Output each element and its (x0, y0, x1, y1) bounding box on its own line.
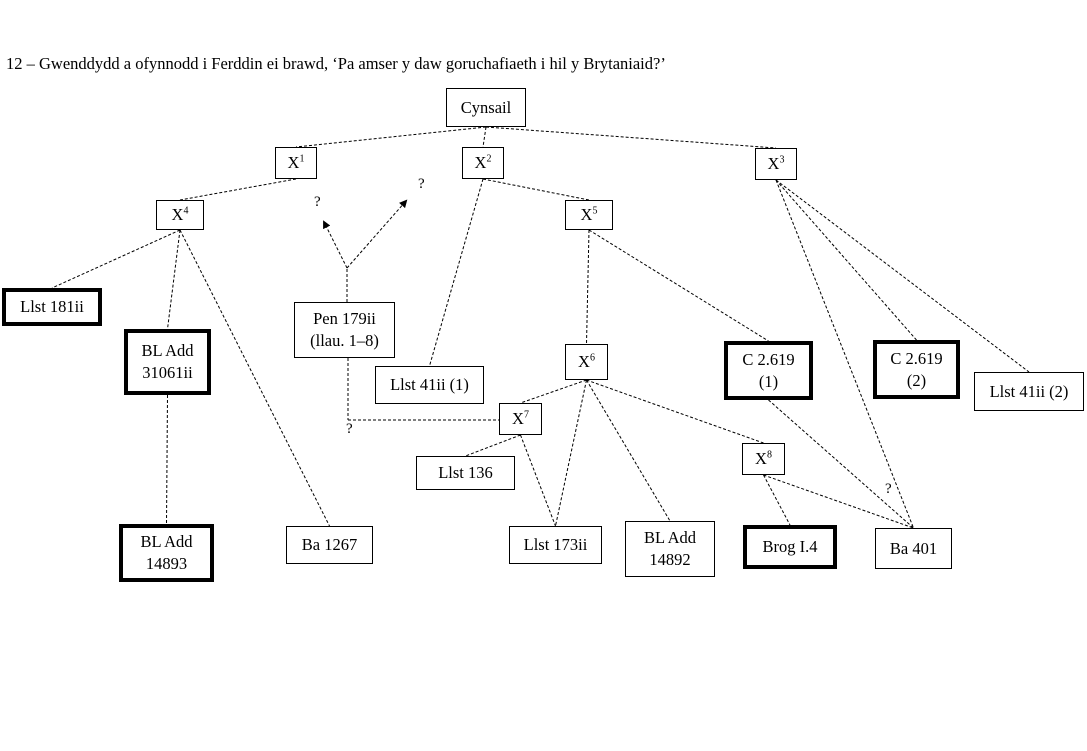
node-label-superscript: 1 (299, 153, 305, 165)
node-label-line: BL Add (141, 341, 194, 360)
node-label: X1 (288, 152, 305, 174)
node-label-superscript: 4 (183, 205, 189, 217)
node-x8: X8 (742, 443, 785, 475)
node-x2: X2 (462, 147, 504, 179)
node-label-superscript: 7 (523, 409, 529, 421)
node-cynsail: Cynsail (446, 88, 526, 127)
node-label-line: 14893 (145, 554, 188, 573)
pen-right-arrow (346, 199, 408, 269)
edge-bladd31061-to-bladd14893 (166, 394, 168, 525)
node-label-base: X (767, 154, 780, 173)
node-brog-i4: Brog I.4 (743, 525, 837, 569)
node-label-line: (llau. 1–8) (310, 331, 379, 350)
node-label-base: X (580, 205, 593, 224)
question-mark-pen-x7: ? (346, 421, 353, 437)
node-label-line: Brog I.4 (762, 537, 818, 556)
node-label-base: X (171, 205, 184, 224)
node-x1: X1 (275, 147, 317, 179)
node-llst-181ii: Llst 181ii (2, 288, 102, 326)
node-c-2619-1: C 2.619(1) (724, 341, 813, 400)
node-label-line: 31061ii (142, 363, 193, 382)
pen-left-arrow (323, 220, 348, 269)
edge-x1-to-x4 (179, 178, 297, 201)
node-label-base: X (755, 449, 767, 468)
edge-cynsail-to-x3 (485, 126, 777, 149)
node-llst-41ii-1: Llst 41ii (1) (375, 366, 484, 404)
node-x3: X3 (755, 148, 797, 180)
node-ba-401: Ba 401 (875, 528, 952, 569)
edge-x6-to-bladd14892 (586, 379, 671, 522)
question-mark-pen-left: ? (314, 194, 321, 210)
edge-x6-to-x7 (520, 379, 587, 404)
node-label-line: Llst 136 (438, 463, 493, 482)
node-label-line: Llst 41ii (1) (390, 375, 469, 394)
node-x5: X5 (565, 200, 613, 230)
node-bl-add-14892: BL Add 14892 (625, 521, 715, 577)
edge-x7-to-llst136 (465, 434, 521, 457)
diagram-title: 12 – Gwenddydd a ofynnodd i Ferddin ei b… (6, 54, 666, 73)
node-pen-179ii: Pen 179ii (llau. 1–8) (294, 302, 395, 358)
edge-x2-to-llst41-1 (429, 178, 484, 367)
edge-x3-to-c2619-2 (775, 179, 917, 341)
node-label-line: Cynsail (460, 97, 512, 117)
node-x6: X6 (565, 344, 608, 380)
question-mark-pen-right: ? (418, 176, 425, 192)
edge-x4-to-llst181 (51, 229, 181, 289)
node-label-line: Llst 181ii (20, 297, 84, 316)
node-x4: X4 (156, 200, 204, 230)
edge-x8-to-brog (763, 474, 791, 526)
node-label-line: BL Add (643, 528, 697, 547)
node-label-line: 14892 (649, 550, 691, 569)
node-label-line: Ba 401 (889, 538, 938, 558)
node-label: X5 (581, 204, 598, 226)
node-label-superscript: 2 (486, 153, 492, 165)
node-label-base: X (474, 153, 487, 172)
node-c-2619-2: C 2.619(2) (873, 340, 960, 399)
node-label-base: X (578, 352, 590, 371)
node-label-line: BL Add (140, 532, 193, 551)
node-label-line: (1) (758, 371, 779, 391)
node-label-line: Pen 179ii (313, 309, 376, 328)
node-label-line: (2) (906, 370, 927, 390)
node-label-base: X (287, 153, 300, 172)
edge-x5-to-c2619-1 (588, 229, 769, 342)
node-llst-173ii: Llst 173ii (509, 526, 602, 564)
node-label-line: Llst 173ii (523, 535, 588, 554)
node-label-superscript: 6 (589, 352, 595, 364)
node-llst-41ii-2: Llst 41ii (2) (974, 372, 1084, 411)
edge-x7-to-llst173 (520, 434, 556, 527)
question-mark-c2619-ba401: ? (885, 481, 892, 497)
node-label-superscript: 5 (592, 205, 598, 217)
edge-c2619-1-to-ba401 (768, 399, 914, 529)
edge-x4-to-bladd31061 (167, 229, 181, 330)
node-label-superscript: 8 (766, 449, 772, 461)
node-label-line: Llst 41ii (2) (989, 381, 1069, 401)
node-ba-1267: Ba 1267 (286, 526, 373, 564)
node-label: X6 (578, 351, 595, 373)
edge-cynsail-to-x2 (482, 126, 487, 148)
edge-cynsail-to-x1 (295, 126, 487, 148)
node-bl-add-31061ii: BL Add 31061ii (124, 329, 211, 395)
edge-x5-to-x6 (586, 229, 590, 345)
node-label-line: C 2.619 (742, 349, 795, 369)
node-label-base: X (512, 409, 524, 428)
node-label: X4 (172, 204, 189, 226)
node-label-line: C 2.619 (890, 348, 943, 368)
edge-x6-to-llst173 (555, 379, 587, 527)
node-label: X3 (768, 153, 785, 175)
node-label: X8 (755, 448, 772, 470)
node-label-line: Ba 1267 (301, 535, 358, 554)
node-label: X2 (475, 152, 492, 174)
node-label-superscript: 3 (779, 154, 785, 166)
node-bl-add-14893: BL Add 14893 (119, 524, 214, 582)
node-x7: X7 (499, 403, 542, 435)
node-llst-136: Llst 136 (416, 456, 515, 490)
edge-x2-to-x5 (482, 178, 590, 201)
node-label: X7 (512, 408, 529, 430)
